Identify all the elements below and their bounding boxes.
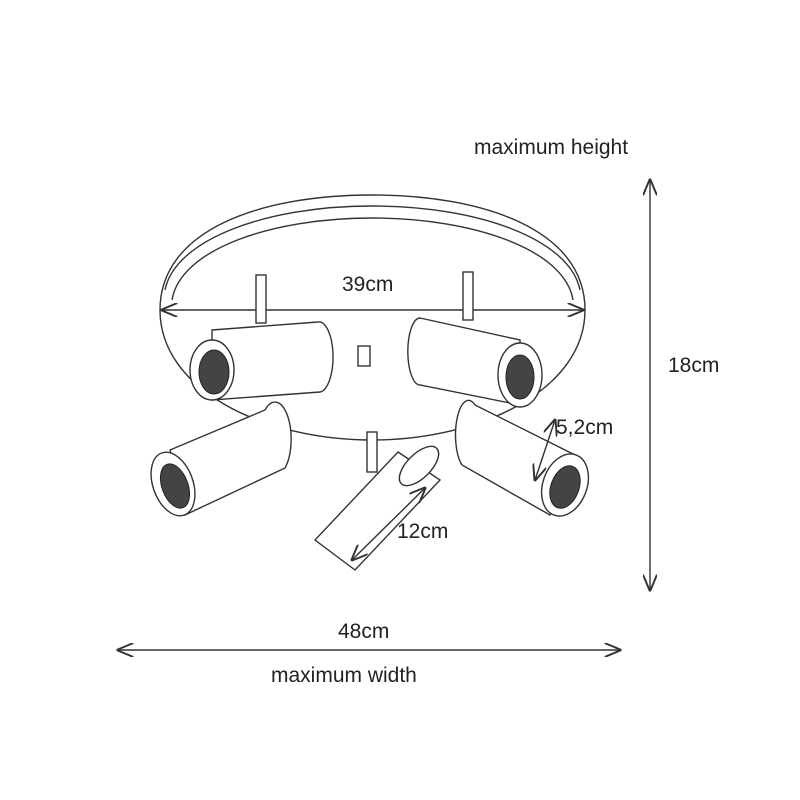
- spotlight-bottom-left: [150, 401, 292, 517]
- width-label: 48cm: [338, 620, 390, 643]
- spot-length-arrow: [352, 488, 425, 560]
- spot-diameter-arrow: [535, 420, 555, 480]
- spotlight-bottom-center: [313, 445, 442, 571]
- spot-diameter-label: 5,2cm: [556, 416, 614, 439]
- spotlight-stems: [255, 271, 474, 473]
- spot-length-label: 12cm: [397, 520, 449, 543]
- max-height-caption: maximum height: [474, 136, 629, 159]
- spotlight-top-right: [407, 317, 543, 408]
- max-width-caption: maximum width: [271, 664, 417, 687]
- plate-diameter-label: 39cm: [342, 273, 394, 296]
- spotlight-top-left: [189, 321, 334, 401]
- height-label: 18cm: [668, 354, 720, 377]
